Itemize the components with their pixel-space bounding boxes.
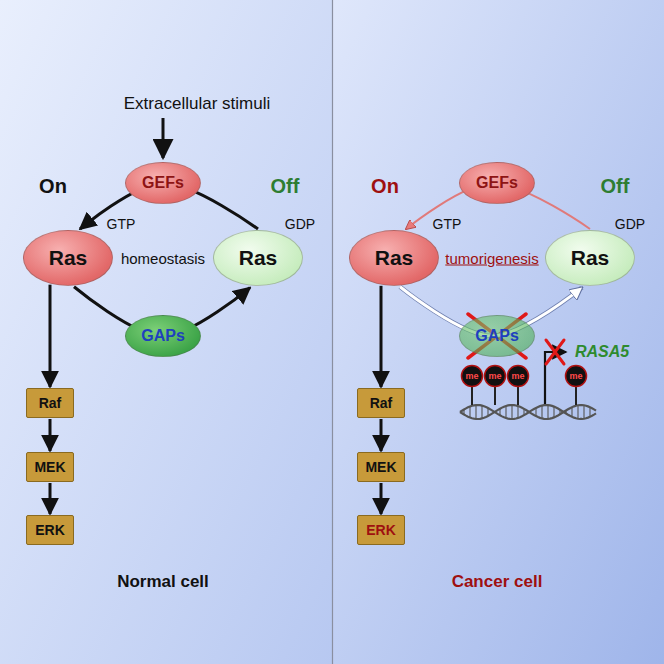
- kinase-box: ERK: [26, 515, 74, 545]
- node-label: GAPs: [475, 327, 519, 345]
- gap-ellipse: GAPs: [125, 315, 201, 357]
- node-label: GAPs: [141, 327, 185, 345]
- signal-arrow: [380, 419, 383, 451]
- nucleotide-label: GDP: [615, 216, 645, 232]
- right-panel: [332, 0, 664, 664]
- node-label: ERK: [366, 522, 396, 538]
- promoter-cross: [546, 340, 564, 364]
- ras-gdp-ellipse: Ras: [545, 230, 635, 286]
- state-label: On: [371, 175, 399, 198]
- gef-ellipse: GEFs: [459, 162, 535, 204]
- state-label: On: [39, 175, 67, 198]
- signal-arrow: [380, 286, 383, 387]
- panel-title: Normal cell: [117, 572, 209, 592]
- nucleotide-label: GTP: [107, 216, 136, 232]
- node-label: Ras: [239, 246, 278, 270]
- signal-arrow: [380, 483, 383, 514]
- divider-line: [332, 0, 333, 664]
- kinase-box: Raf: [26, 388, 74, 418]
- node-label: Ras: [49, 246, 88, 270]
- signal-arrow: [49, 285, 52, 387]
- methyl-lollipops: [462, 366, 587, 406]
- ras-gdp-ellipse: Ras: [213, 230, 303, 286]
- kinase-box: MEK: [357, 452, 405, 482]
- ras-gtp-ellipse: Ras: [349, 230, 439, 286]
- panel-title: Cancer cell: [452, 572, 543, 592]
- node-label: MEK: [34, 459, 65, 475]
- signal-arrow: [49, 483, 52, 514]
- dna-helix: [460, 405, 596, 419]
- kinase-box: ERK: [357, 515, 405, 545]
- node-label: ERK: [35, 522, 65, 538]
- stimulus-label: Extracellular stimuli: [124, 94, 270, 114]
- methyl-label: me: [488, 371, 501, 381]
- node-label: Raf: [370, 395, 393, 411]
- state-label: homeostasis: [121, 250, 205, 267]
- node-label: Ras: [571, 246, 610, 270]
- state-label: tumorigenesis: [445, 250, 538, 267]
- ras-gtp-ellipse: Ras: [23, 230, 113, 286]
- nucleotide-label: GDP: [285, 216, 315, 232]
- state-label: Off: [271, 175, 300, 198]
- nucleotide-label: GTP: [433, 216, 462, 232]
- methyl-label: me: [465, 371, 478, 381]
- node-label: GEFs: [476, 174, 518, 192]
- gap-ellipse: GAPs: [459, 315, 535, 357]
- node-label: MEK: [365, 459, 396, 475]
- kinase-box: Raf: [357, 388, 405, 418]
- methyl-label: me: [569, 371, 582, 381]
- gef-ellipse: GEFs: [125, 162, 201, 204]
- node-label: Ras: [375, 246, 414, 270]
- gene-label: RASA5: [575, 343, 629, 361]
- left-panel: [0, 0, 332, 664]
- signal-arrow: [49, 419, 52, 451]
- node-label: Raf: [39, 395, 62, 411]
- methyl-label: me: [511, 371, 524, 381]
- state-label: Off: [601, 175, 630, 198]
- stimuli-arrow: [162, 118, 165, 158]
- node-label: GEFs: [142, 174, 184, 192]
- kinase-box: MEK: [26, 452, 74, 482]
